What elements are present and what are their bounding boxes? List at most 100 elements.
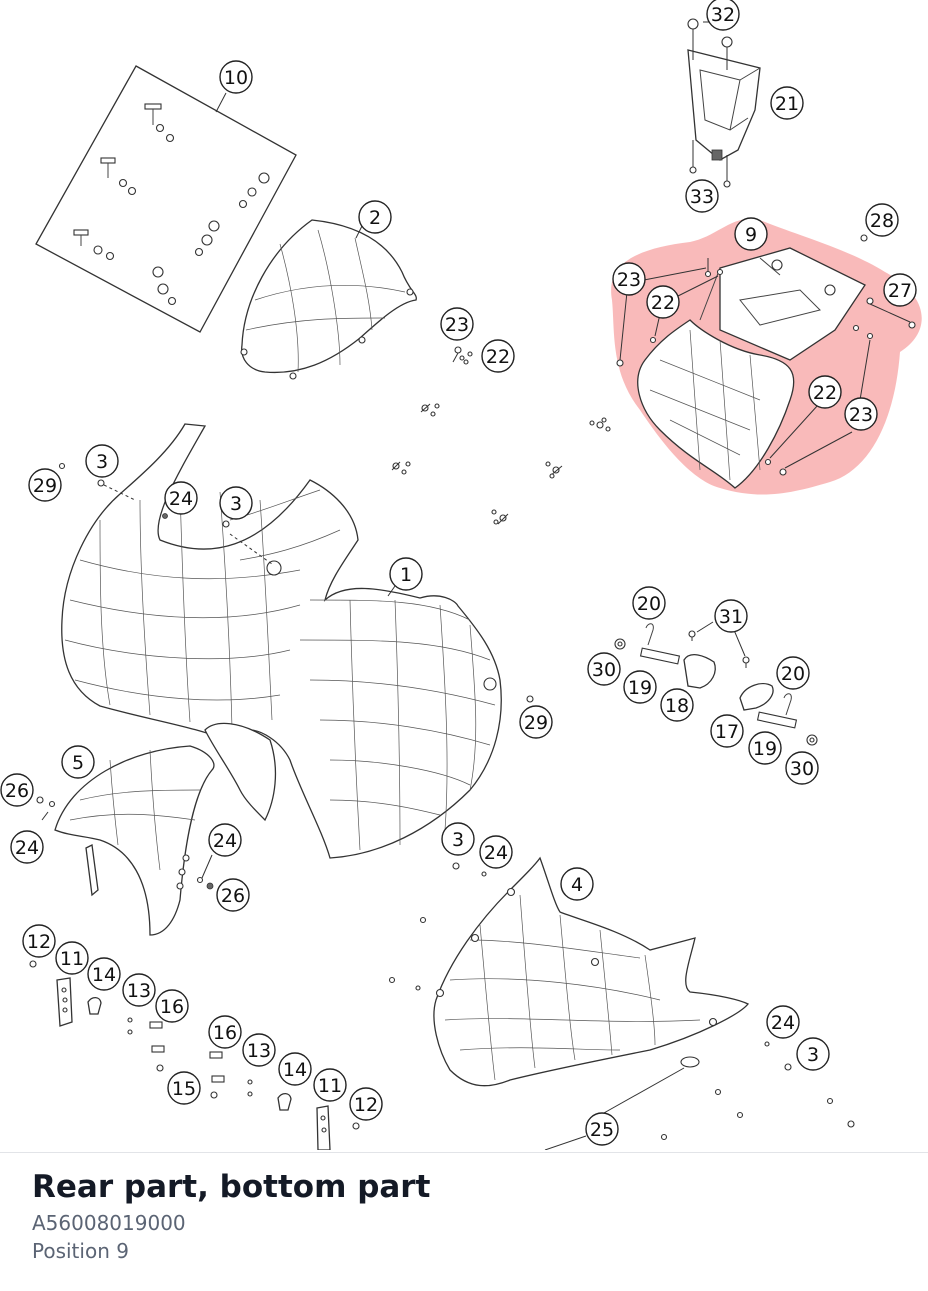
callout-number: 13	[247, 1040, 271, 1062]
callout-16[interactable]: 16	[155, 989, 189, 1023]
callout-number: 24	[484, 842, 508, 864]
callout-circle	[481, 339, 515, 373]
callout-26[interactable]: 26	[216, 878, 250, 912]
callout-3[interactable]: 3	[219, 486, 253, 520]
callout-circle	[441, 822, 475, 856]
callout-24[interactable]: 24	[164, 481, 198, 515]
loose-fasteners	[391, 346, 611, 525]
callout-number: 28	[870, 210, 894, 232]
callout-22[interactable]: 22	[646, 285, 680, 319]
callout-number: 33	[690, 186, 714, 208]
callout-circle	[776, 656, 810, 690]
part-number: A56008019000	[32, 1211, 186, 1235]
callout-number: 16	[213, 1022, 237, 1044]
part-1-front-fairing	[58, 423, 502, 859]
callout-circle	[519, 705, 553, 739]
callout-1[interactable]: 1	[389, 557, 423, 591]
callout-25[interactable]: 25	[585, 1112, 619, 1146]
callout-27[interactable]: 27	[883, 273, 917, 307]
callout-3[interactable]: 3	[796, 1037, 830, 1071]
callout-circle	[0, 773, 34, 807]
callout-2[interactable]: 2	[358, 200, 392, 234]
callout-number: 17	[715, 721, 739, 743]
callout-circle	[587, 652, 621, 686]
part-4-belly-pan	[388, 856, 855, 1150]
callout-22[interactable]: 22	[808, 375, 842, 409]
callout-18[interactable]: 18	[660, 688, 694, 722]
callout-number: 18	[665, 695, 689, 717]
callout-23[interactable]: 23	[844, 397, 878, 431]
callout-19[interactable]: 19	[748, 731, 782, 765]
callout-24[interactable]: 24	[479, 835, 513, 869]
callout-22[interactable]: 22	[481, 339, 515, 373]
callout-31[interactable]: 31	[714, 599, 748, 633]
callout-number: 2	[369, 207, 381, 229]
callout-30[interactable]: 30	[587, 652, 621, 686]
callout-16[interactable]: 16	[208, 1015, 242, 1049]
callout-circle	[167, 1071, 201, 1105]
callout-11[interactable]: 11	[55, 941, 89, 975]
callout-3[interactable]: 3	[85, 444, 119, 478]
callout-19[interactable]: 19	[623, 670, 657, 704]
callout-circle	[349, 1087, 383, 1121]
callout-number: 24	[213, 830, 237, 852]
part-9-rear-bottom-part[interactable]	[616, 234, 916, 489]
callout-number: 20	[781, 663, 805, 685]
callout-circle	[216, 878, 250, 912]
callout-23[interactable]: 23	[440, 307, 474, 341]
callout-number: 32	[711, 4, 735, 26]
callout-11[interactable]: 11	[313, 1068, 347, 1102]
callout-14[interactable]: 14	[87, 957, 121, 991]
callout-33[interactable]: 33	[685, 179, 719, 213]
callout-21[interactable]: 21	[770, 86, 804, 120]
callout-circle	[710, 714, 744, 748]
callout-number: 23	[445, 314, 469, 336]
callout-circle	[660, 688, 694, 722]
callout-23[interactable]: 23	[612, 262, 646, 296]
callout-12[interactable]: 12	[349, 1087, 383, 1121]
callout-24[interactable]: 24	[766, 1005, 800, 1039]
callout-circle	[706, 0, 740, 31]
callout-circle	[770, 86, 804, 120]
callout-20[interactable]: 20	[776, 656, 810, 690]
callout-circle	[560, 867, 594, 901]
callout-4[interactable]: 4	[560, 867, 594, 901]
callout-number: 3	[96, 451, 108, 473]
callout-24[interactable]: 24	[208, 823, 242, 857]
callout-circle	[748, 731, 782, 765]
callout-29[interactable]: 29	[28, 468, 62, 502]
callout-circle	[612, 262, 646, 296]
callout-24[interactable]: 24	[10, 830, 44, 864]
position-label: Position 9	[32, 1239, 129, 1263]
callout-13[interactable]: 13	[242, 1033, 276, 1067]
callout-number: 22	[651, 292, 675, 314]
callout-circle	[164, 481, 198, 515]
callout-10[interactable]: 10	[219, 60, 253, 94]
callout-circle	[85, 444, 119, 478]
callout-17[interactable]: 17	[710, 714, 744, 748]
callout-29[interactable]: 29	[519, 705, 553, 739]
callout-26[interactable]: 26	[0, 773, 34, 807]
callout-28[interactable]: 28	[865, 203, 899, 237]
callout-32[interactable]: 32	[706, 0, 740, 31]
callout-number: 26	[5, 780, 29, 802]
callout-30[interactable]: 30	[785, 751, 819, 785]
callout-circle	[22, 924, 56, 958]
callout-9[interactable]: 9	[734, 217, 768, 251]
callout-number: 3	[230, 493, 242, 515]
callout-circle	[844, 397, 878, 431]
callout-number: 23	[617, 269, 641, 291]
callout-circle	[122, 973, 156, 1007]
callout-circle	[440, 307, 474, 341]
callout-13[interactable]: 13	[122, 973, 156, 1007]
callout-20[interactable]: 20	[632, 586, 666, 620]
callout-5[interactable]: 5	[61, 745, 95, 779]
callout-14[interactable]: 14	[278, 1052, 312, 1086]
caption-panel: Rear part, bottom part A56008019000 Posi…	[0, 1152, 928, 1291]
callout-circle	[10, 830, 44, 864]
callout-3[interactable]: 3	[441, 822, 475, 856]
callout-15[interactable]: 15	[167, 1071, 201, 1105]
callout-12[interactable]: 12	[22, 924, 56, 958]
callout-number: 24	[771, 1012, 795, 1034]
